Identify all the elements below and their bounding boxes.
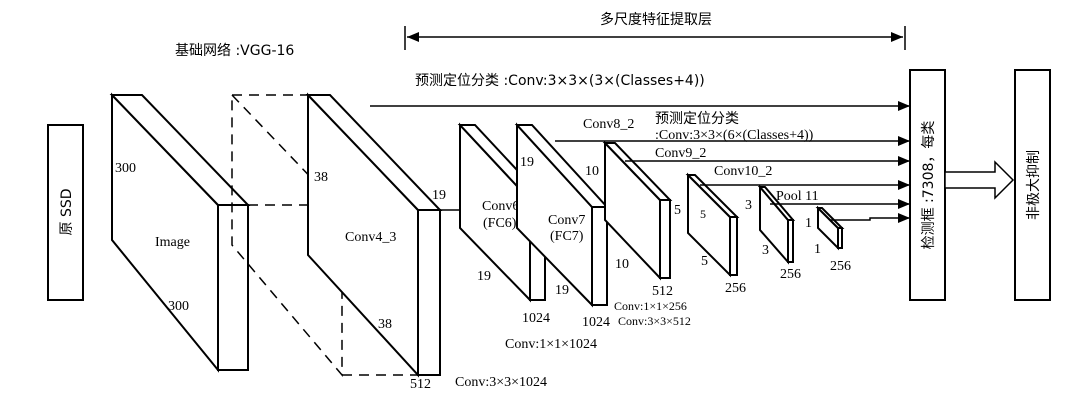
- conv7-op1: Conv:1×1×256: [614, 299, 687, 313]
- conv6-op: Conv:1×1×1024: [505, 337, 597, 352]
- conv4-3-height: 38: [314, 170, 328, 185]
- conv9-2-width: 5: [701, 254, 708, 269]
- conv9-2-channels: 256: [725, 281, 746, 296]
- conv9-2-label: Conv9_2: [655, 146, 706, 161]
- conv7-op2: Conv:3×3×512: [618, 314, 691, 328]
- pool11-slab: [815, 205, 845, 251]
- predict-mid-line2: :Conv:3×3×(6×(Classes+4)): [655, 128, 814, 143]
- conv9-2-slab: [685, 172, 740, 278]
- pool11-channels: 256: [830, 259, 851, 274]
- image-label: Image: [155, 235, 190, 250]
- pool11-height: 1: [805, 216, 812, 231]
- conv8-2-channels: 512: [652, 284, 673, 299]
- conv8-2-height: 10: [585, 164, 599, 179]
- conv8-2-label: Conv8_2: [583, 117, 634, 132]
- conv10-2-channels: 256: [780, 267, 801, 282]
- conv7-label: Conv7: [548, 213, 585, 228]
- base-network-label: 基础网络 :VGG-16: [175, 42, 294, 59]
- conv10-2-width: 3: [762, 243, 769, 258]
- predict-mid-line1: 预测定位分类: [655, 111, 739, 127]
- conv9-2-depth: 5: [700, 207, 706, 221]
- conv10-2-height: 3: [745, 198, 752, 213]
- conv6-width: 19: [477, 269, 491, 284]
- conv6-sub: (FC6): [483, 216, 517, 231]
- conv4-3-width: 38: [378, 317, 392, 332]
- original-ssd-box: [47, 124, 84, 301]
- conv7-slab: [514, 122, 610, 308]
- image-height: 300: [115, 161, 136, 176]
- conv6-label: Conv6: [482, 199, 519, 214]
- conv8-2-width: 10: [615, 257, 629, 272]
- conv6-height: 19: [432, 188, 446, 203]
- conv7-channels: 1024: [582, 315, 610, 330]
- nms-box: [1014, 69, 1051, 301]
- image-width: 300: [168, 299, 189, 314]
- hollow-arrow: [944, 160, 1015, 200]
- detection-box-label: 检测框 :7308，每类: [921, 121, 937, 250]
- arrow-pool11: [830, 213, 910, 223]
- conv4-3-channels: 512: [410, 377, 431, 392]
- conv10-2-slab: [757, 184, 796, 265]
- conv7-height: 19: [520, 155, 534, 170]
- detection-box: [909, 69, 946, 301]
- nms-label: 非极大抑制: [1026, 150, 1042, 220]
- conv7-sub: (FC7): [550, 229, 584, 244]
- original-ssd-label: 原 SSD: [59, 188, 75, 235]
- predict-top-label: 预测定位分类 :Conv:3×3×(3×(Classes+4)): [415, 73, 705, 89]
- pool11-width: 1: [814, 242, 821, 257]
- conv10-2-label: Conv10_2: [714, 164, 772, 179]
- pool11-label: Pool 11: [776, 189, 819, 204]
- conv6-channels: 1024: [522, 311, 550, 326]
- conv4-3-label: Conv4_3: [345, 230, 396, 245]
- conv7-width: 19: [555, 283, 569, 298]
- conv9-2-height: 5: [674, 203, 681, 218]
- conv4-3-op: Conv:3×3×1024: [455, 375, 547, 390]
- image-slab: [109, 92, 251, 373]
- conv8-2-slab: [602, 140, 673, 281]
- multiscale-title: 多尺度特征提取层: [600, 11, 712, 28]
